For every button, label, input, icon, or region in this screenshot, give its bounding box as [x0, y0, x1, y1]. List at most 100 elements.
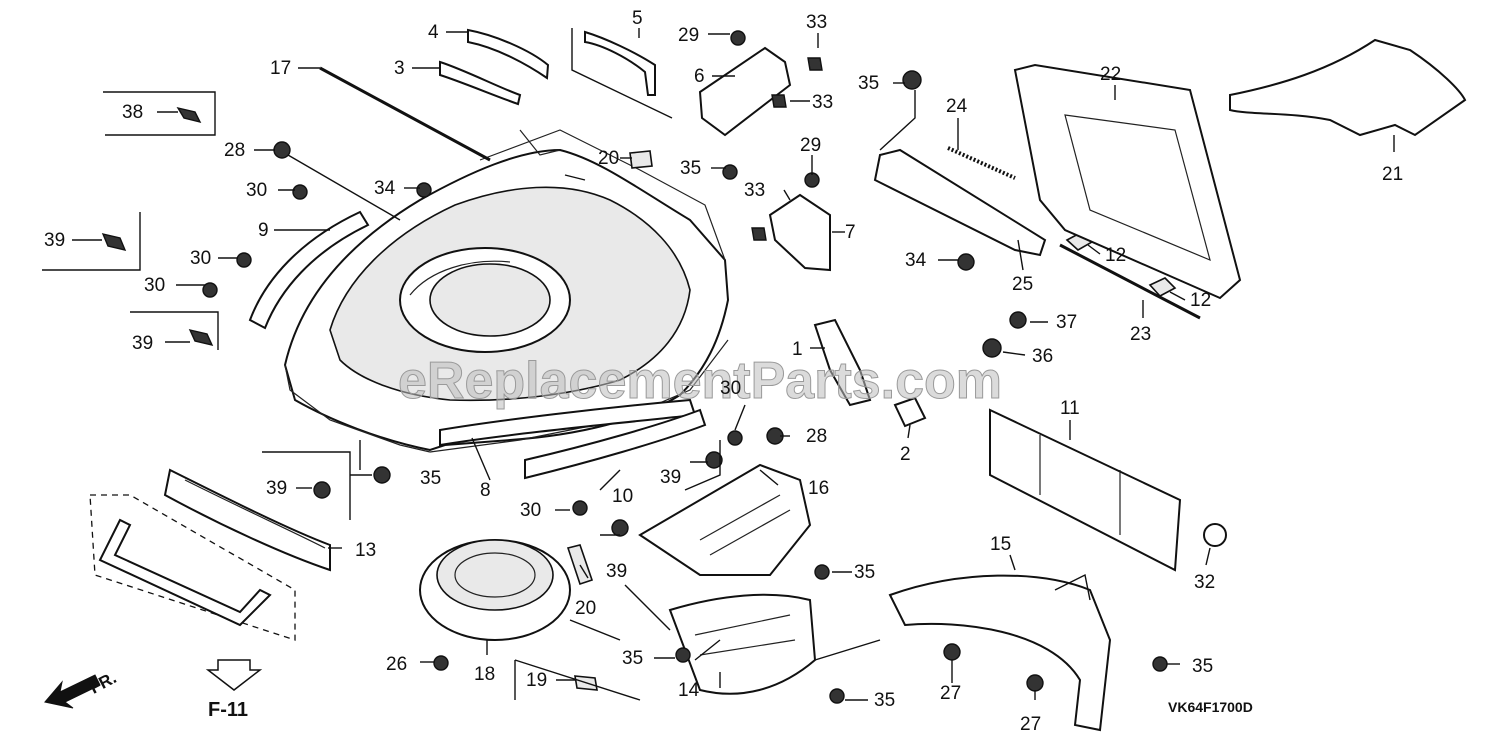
part-7-plate — [768, 193, 831, 272]
bolt-35-d — [675, 647, 691, 663]
callout-label: 27 — [940, 683, 961, 704]
callout-label: 26 — [386, 654, 407, 675]
callout-label: 30 — [144, 275, 165, 296]
part-20-spring-b — [629, 150, 653, 169]
callout-label: 6 — [694, 66, 705, 87]
callout-label: 21 — [1382, 164, 1403, 185]
bolt-27-a — [943, 643, 961, 661]
callout-label: 33 — [812, 92, 833, 113]
callout-label: 23 — [1130, 324, 1151, 345]
callout-label: 19 — [526, 670, 547, 691]
front-handle-bar — [98, 518, 272, 627]
bolt-35-f — [1152, 656, 1168, 672]
diagram-code: VK64F1700D — [1168, 699, 1253, 715]
callout-label: 30 — [520, 500, 541, 521]
bolt-39-b — [101, 233, 127, 251]
bolt-39-c — [188, 328, 214, 347]
reference-page-label: F-11 — [208, 699, 248, 721]
part-3-bracket — [439, 60, 522, 106]
part-10-bar — [524, 408, 707, 480]
bolt-36 — [373, 466, 391, 484]
nut-30-a — [292, 184, 308, 200]
callout-label: 13 — [355, 540, 376, 561]
callout-label: 27 — [1020, 714, 1041, 735]
callout-label: 35 — [874, 690, 895, 711]
nut-30-c — [202, 282, 218, 298]
reference-callout: F-11 — [205, 659, 263, 721]
part-4-bracket — [467, 28, 550, 80]
watermark: eReplacementParts.com — [398, 352, 1002, 410]
callout-label: 39 — [44, 230, 65, 251]
callout-label: 29 — [678, 25, 699, 46]
callout-label: 30 — [720, 378, 741, 399]
callout-label: 3 — [394, 58, 405, 79]
bolt-26 — [433, 655, 449, 671]
front-label: FR. — [86, 668, 119, 698]
nut-40 — [313, 481, 331, 499]
part-23-rod — [1059, 243, 1201, 320]
callout-label: 30 — [246, 180, 267, 201]
part-17-cable — [319, 66, 491, 162]
nut-30-b — [236, 252, 252, 268]
part-22-rear-guard — [1013, 63, 1242, 300]
nut-28-a — [273, 141, 291, 159]
bolt-35-e — [829, 688, 845, 704]
nut-30-e — [572, 500, 588, 516]
part-14-guide — [668, 593, 817, 695]
callout-label: 10 — [612, 486, 633, 507]
callout-label: 18 — [474, 664, 495, 685]
callout-label: 20 — [575, 598, 596, 619]
part-drawings — [89, 28, 1467, 732]
callout-label: 11 — [1060, 398, 1080, 419]
callout-label: 34 — [905, 250, 927, 271]
callout-label: 1 — [792, 339, 803, 360]
part-1-adjuster-arm — [813, 318, 872, 407]
part-5-bracket — [584, 30, 656, 96]
bolt-29-b — [804, 172, 820, 188]
callout-label: 8 — [480, 480, 491, 501]
callout-label: 35 — [622, 648, 643, 669]
callout-label: 35 — [420, 468, 441, 489]
part-24-spring — [947, 146, 1016, 180]
part-16-guide — [638, 463, 812, 576]
callout-label: 35 — [858, 73, 879, 94]
callout-label: 33 — [806, 12, 827, 33]
callout-label: 12 — [1190, 290, 1211, 311]
callout-label: 12 — [1105, 245, 1126, 266]
part-21-grass-chute — [1229, 38, 1467, 137]
callout-label: 24 — [946, 96, 968, 117]
part-32-cap — [1203, 523, 1227, 547]
bolt-35-a — [902, 70, 922, 90]
part-20-spring-a — [566, 544, 594, 586]
part-25-hinge-bar — [873, 148, 1047, 257]
part-11-rear-flap — [989, 408, 1182, 572]
bolt-37 — [982, 338, 1002, 358]
mower-deck — [283, 129, 730, 453]
part-9-bar — [248, 210, 370, 330]
callout-label: 35 — [680, 158, 701, 179]
callout-label: 14 — [678, 680, 700, 701]
nut-33-a — [807, 57, 823, 71]
down-arrow-icon — [205, 659, 263, 691]
bolt-39-a — [176, 106, 202, 124]
bolt-39-e — [611, 519, 629, 537]
part-6-hinge — [698, 46, 792, 137]
callout-label: 20 — [598, 148, 619, 169]
callout-label: 25 — [1012, 274, 1033, 295]
callout-label: 16 — [808, 478, 829, 499]
part-18-drive-wheel — [419, 539, 571, 641]
front-direction: FR. — [44, 668, 120, 709]
callout-label: 9 — [258, 220, 269, 241]
hardware — [101, 30, 1168, 704]
callouts: 1 2 3 4 5 6 7 8 9 10 11 12 12 13 14 15 1… — [44, 8, 1403, 735]
part-13-front-bumper — [163, 468, 331, 572]
callout-label: 33 — [744, 180, 765, 201]
callout-label: 30 — [190, 248, 211, 269]
callout-label: 32 — [1194, 572, 1215, 593]
nut-30-d — [727, 430, 743, 446]
callout-label: 22 — [1100, 64, 1121, 85]
callout-label: 28 — [806, 426, 827, 447]
front-arrow-icon — [44, 674, 101, 709]
part-12-clip-b — [1148, 277, 1177, 297]
